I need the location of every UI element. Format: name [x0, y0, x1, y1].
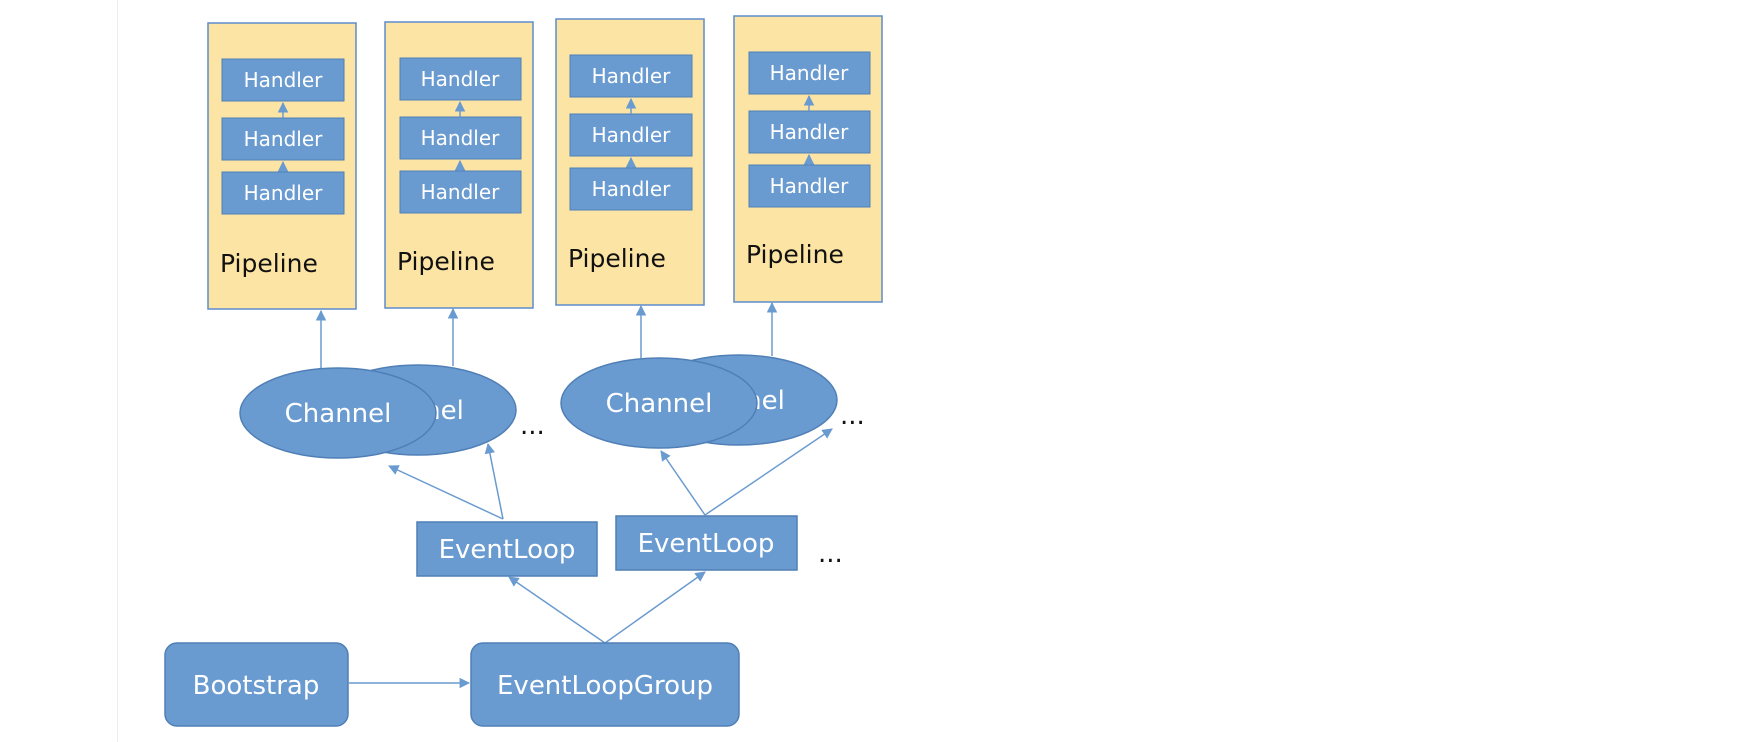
channel-front-right: Channel: [560, 357, 758, 449]
handler-2-1: Handler: [399, 57, 522, 101]
handler-4-1: Handler: [748, 51, 871, 95]
svg-text:Handler: Handler: [421, 67, 501, 91]
svg-text:Handler: Handler: [421, 126, 501, 150]
edge-eventloop2-to-channel-front: [660, 450, 706, 516]
handler-2-3: Handler: [399, 170, 522, 214]
svg-text:Handler: Handler: [421, 180, 501, 204]
bootstrap-node: Bootstrap: [164, 642, 349, 727]
svg-text:Handler: Handler: [592, 64, 672, 88]
svg-text:Bootstrap: Bootstrap: [193, 671, 320, 701]
pipeline-label: Pipeline: [568, 244, 666, 273]
pipeline-3: Handler Handler Handler Pipeline: [555, 18, 705, 306]
ellipsis-eventloops: ...: [818, 539, 843, 569]
edge-eventloop1-to-channel-front: [388, 465, 504, 520]
handler-2-2: Handler: [399, 116, 522, 160]
svg-text:EventLoop: EventLoop: [439, 535, 576, 565]
pipeline-4: Handler Handler Handler Pipeline: [733, 15, 883, 303]
svg-text:Handler: Handler: [244, 68, 324, 92]
eventloop-1: EventLoop: [416, 521, 598, 577]
handler-3-1: Handler: [569, 54, 693, 98]
handler-4-3: Handler: [748, 164, 871, 208]
channel-front-left: Channel: [239, 367, 437, 459]
eventloop-2: EventLoop: [615, 515, 798, 571]
handler-4-2: Handler: [748, 110, 871, 154]
pipeline-label: Pipeline: [220, 249, 318, 278]
handler-1-3: Handler: [221, 171, 345, 215]
svg-text:Channel: Channel: [285, 399, 392, 429]
edge-group-to-eventloop-1: [508, 576, 606, 644]
handler-3-2: Handler: [569, 113, 693, 157]
edge-eventloop1-to-channel-back: [484, 442, 504, 520]
svg-text:Channel: Channel: [606, 389, 713, 419]
ellipsis-channels-left: ...: [520, 411, 545, 441]
edge-group-to-eventloop-2: [604, 571, 706, 644]
svg-text:Handler: Handler: [592, 177, 672, 201]
left-margin-rule: [117, 0, 118, 742]
handler-3-3: Handler: [569, 167, 693, 211]
handler-1-1: Handler: [221, 58, 345, 102]
svg-text:Handler: Handler: [592, 123, 672, 147]
svg-text:Handler: Handler: [770, 120, 850, 144]
ellipsis-channels-right: ...: [840, 401, 865, 431]
handler-1-2: Handler: [221, 117, 345, 161]
svg-text:Handler: Handler: [770, 174, 850, 198]
svg-text:EventLoop: EventLoop: [638, 529, 775, 559]
pipeline-label: Pipeline: [397, 247, 495, 276]
pipeline-label: Pipeline: [746, 240, 844, 269]
pipeline-1: Handler Handler Handler Pipeline: [207, 22, 357, 310]
svg-text:Handler: Handler: [770, 61, 850, 85]
svg-text:Handler: Handler: [244, 181, 324, 205]
eventloopgroup-node: EventLoopGroup: [470, 642, 740, 727]
pipeline-2: Handler Handler Handler Pipeline: [384, 21, 534, 309]
svg-text:EventLoopGroup: EventLoopGroup: [497, 671, 713, 701]
svg-text:Handler: Handler: [244, 127, 324, 151]
edge-eventloop2-to-channel-back: [704, 428, 833, 516]
